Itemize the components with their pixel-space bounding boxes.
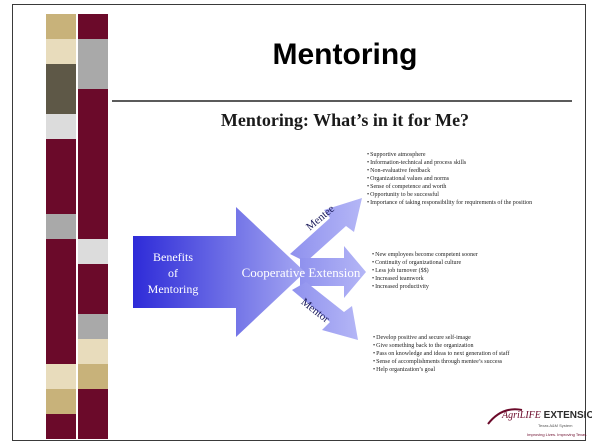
checker-cell bbox=[78, 414, 108, 439]
checker-cell bbox=[78, 239, 108, 264]
checker-cell bbox=[78, 89, 108, 114]
list-item: Increased teamwork bbox=[372, 275, 547, 283]
slide-subtitle: Mentoring: What’s in it for Me? bbox=[220, 110, 470, 130]
logo-swoosh-icon bbox=[487, 408, 523, 425]
checker-cell bbox=[78, 14, 108, 39]
checker-cell bbox=[78, 139, 108, 164]
list-item: Continuity of organizational culture bbox=[372, 259, 547, 267]
list-item: Non-evaluative feedback bbox=[367, 167, 567, 175]
list-item: Information-technical and process skills bbox=[367, 159, 567, 167]
list-item: Supportive atmosphere bbox=[367, 151, 567, 159]
checker-cell bbox=[46, 389, 76, 414]
logo-brand-prefix: AgriLIFE bbox=[502, 410, 541, 421]
checker-cell bbox=[46, 164, 76, 189]
checker-cell bbox=[46, 289, 76, 314]
agrilife-extension-logo bbox=[482, 404, 578, 438]
checker-cell bbox=[78, 264, 108, 289]
list-item: Help organization’s goal bbox=[373, 366, 578, 374]
logo-brand-suffix: EXTENSION bbox=[543, 410, 592, 421]
mentee-arrow bbox=[290, 198, 362, 262]
checker-cell bbox=[46, 64, 76, 89]
benefits-label: Benefits of Mentoring bbox=[140, 249, 206, 297]
checker-cell bbox=[46, 414, 76, 439]
list-item: Sense of competence and worth bbox=[367, 183, 567, 191]
title-divider bbox=[112, 100, 572, 102]
checker-cell bbox=[78, 289, 108, 314]
checker-cell bbox=[46, 139, 76, 164]
checker-cell bbox=[46, 39, 76, 64]
checker-cell bbox=[46, 214, 76, 239]
mentee-benefits-list: Supportive atmosphere Information-techni… bbox=[367, 151, 567, 207]
checker-cell bbox=[78, 389, 108, 414]
extension-benefits-list: New employees become competent sooner Co… bbox=[372, 251, 547, 291]
checker-cell bbox=[46, 14, 76, 39]
list-item: Develop positive and secure self-image bbox=[373, 334, 578, 342]
checker-cell bbox=[78, 114, 108, 139]
checker-cell bbox=[78, 364, 108, 389]
checker-cell bbox=[46, 264, 76, 289]
list-item: Organizational values and norms bbox=[367, 175, 567, 183]
checker-cell bbox=[78, 189, 108, 214]
logo-tagline: Texas A&M System bbox=[538, 423, 573, 428]
list-item: Give something back to the organization bbox=[373, 342, 578, 350]
logo-motto: Improving Lives. Improving Texas. bbox=[527, 432, 588, 437]
benefits-label-line: Benefits bbox=[153, 250, 193, 264]
checker-cell bbox=[46, 339, 76, 364]
mentor-arrow bbox=[292, 282, 358, 340]
benefits-label-line: Mentoring bbox=[147, 282, 199, 296]
slide-frame bbox=[12, 4, 586, 441]
checker-cell bbox=[78, 314, 108, 339]
logo-wordmark: AgriLIFE EXTENSION bbox=[502, 410, 592, 421]
checkerboard-decoration bbox=[46, 14, 110, 441]
benefits-label-line: of bbox=[168, 266, 178, 280]
extension-arrow bbox=[300, 246, 366, 298]
checker-cell bbox=[46, 189, 76, 214]
checker-cell bbox=[46, 239, 76, 264]
checker-cell bbox=[78, 339, 108, 364]
checker-cell bbox=[46, 364, 76, 389]
list-item: New employees become competent sooner bbox=[372, 251, 547, 259]
list-item: Sense of accomplishments through mentee’… bbox=[373, 358, 578, 366]
benefits-arrow bbox=[133, 207, 305, 337]
cooperative-extension-label: Cooperative Extension bbox=[241, 265, 361, 280]
mentor-benefits-list: Develop positive and secure self-image G… bbox=[373, 334, 578, 374]
checker-cell bbox=[78, 64, 108, 89]
checker-cell bbox=[46, 314, 76, 339]
list-item: Less job turnover ($$) bbox=[372, 267, 547, 275]
list-item: Increased productivity bbox=[372, 283, 547, 291]
checker-cell bbox=[78, 214, 108, 239]
list-item: Pass on knowledge and ideas to next gene… bbox=[373, 350, 578, 358]
list-item: Importance of taking responsibility for … bbox=[367, 199, 567, 207]
list-item: Opportunity to be successful bbox=[367, 191, 567, 199]
slide-title: Mentoring bbox=[272, 38, 418, 71]
checker-cell bbox=[46, 114, 76, 139]
checker-cell bbox=[78, 39, 108, 64]
checker-cell bbox=[78, 164, 108, 189]
checker-cell bbox=[46, 89, 76, 114]
